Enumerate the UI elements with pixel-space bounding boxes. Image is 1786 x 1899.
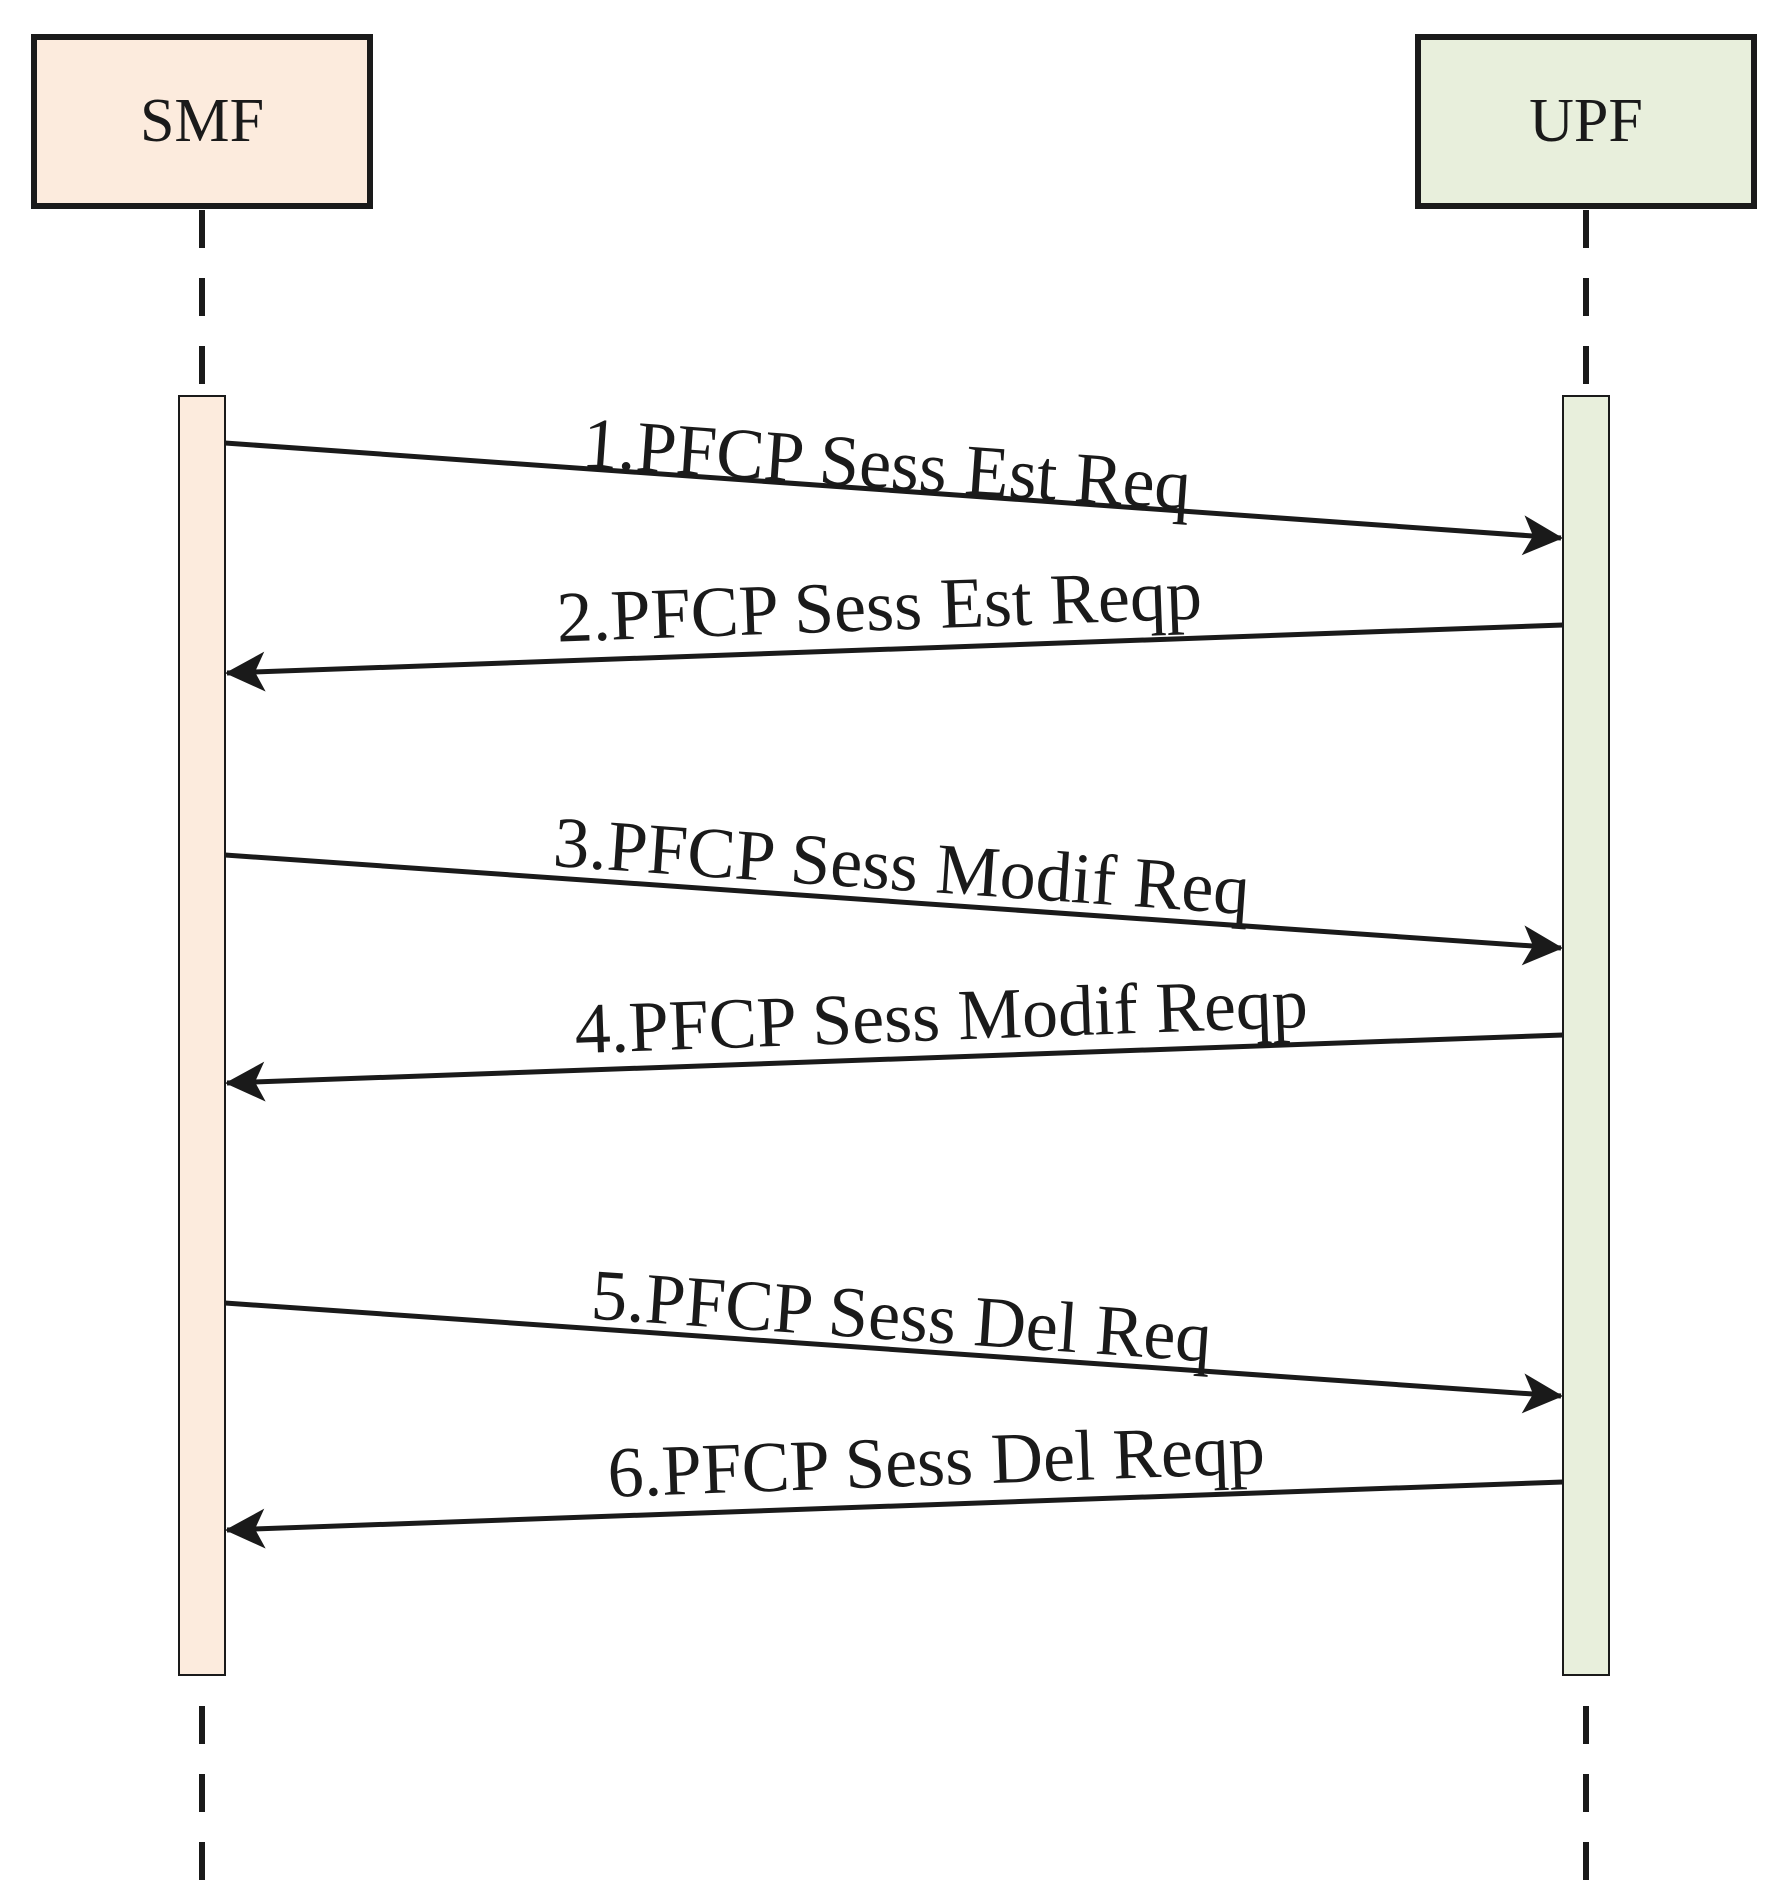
- upf-box: [1415, 34, 1757, 209]
- message-3-arrow: [224, 852, 1563, 966]
- message-4: 4.PFCP Sess Modif Reqp: [225, 963, 1564, 1102]
- message-5: 5.PFCP Sess Del Req: [224, 1255, 1563, 1414]
- message-4-arrow: [225, 1032, 1564, 1102]
- message-2: 2.PFCP Sess Est Reqp: [225, 554, 1564, 692]
- message-3: 3.PFCP Sess Modif Req: [224, 802, 1563, 966]
- message-5-arrow: [224, 1300, 1563, 1414]
- smf-box: [31, 34, 373, 209]
- smf-label: SMF: [140, 87, 264, 155]
- message-4-label: 4.PFCP Sess Modif Reqp: [573, 963, 1309, 1069]
- message-5-label: 5.PFCP Sess Del Req: [589, 1255, 1215, 1378]
- message-3-label: 3.PFCP Sess Modif Req: [551, 802, 1252, 930]
- upf-label: UPF: [1529, 87, 1643, 155]
- message-2-arrow: [225, 622, 1564, 692]
- message-1-label: 1.PFCP Sess Est Req: [580, 403, 1194, 526]
- smf-participant: SMF: [31, 34, 373, 209]
- smf-activation-bar: [178, 395, 226, 1676]
- message-6-arrow: [225, 1479, 1564, 1549]
- message-1-arrow: [224, 440, 1563, 556]
- message-6: 6.PFCP Sess Del Reqp: [225, 1409, 1564, 1549]
- message-1: 1.PFCP Sess Est Req: [224, 403, 1563, 556]
- upf-activation-bar: [1562, 395, 1610, 1676]
- upf-participant: UPF: [1415, 34, 1757, 209]
